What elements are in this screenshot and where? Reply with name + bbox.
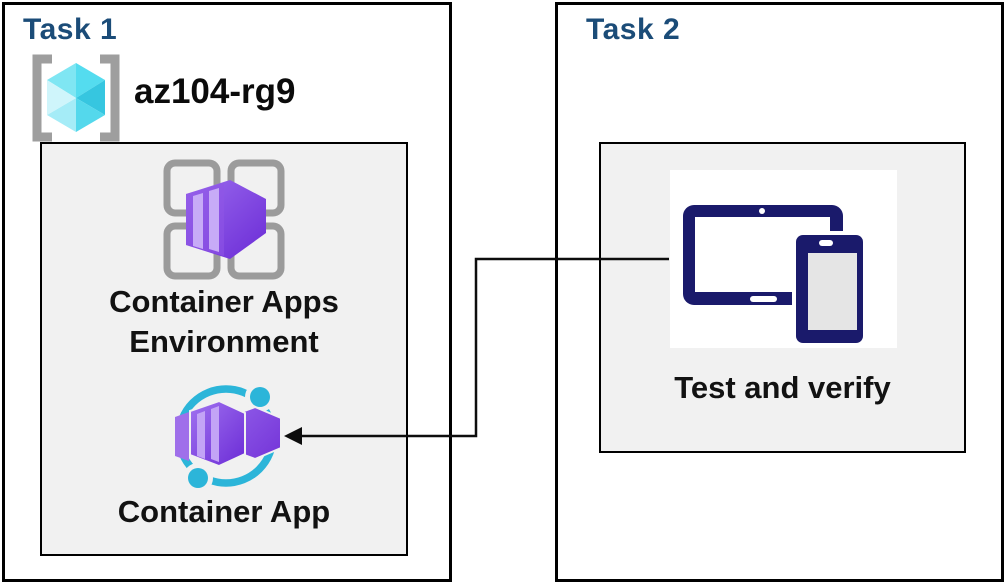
phone-screen [808, 253, 857, 330]
container-app-icon [175, 382, 282, 493]
tablet-phone-icon-background [670, 170, 897, 348]
orbit-dot-bottom [188, 468, 208, 488]
resource-group-icon [32, 54, 120, 142]
tablet-camera-dot [759, 208, 765, 214]
phone-speaker [819, 240, 833, 246]
tablet-home-button [750, 296, 777, 302]
test-and-verify-label: Test and verify [674, 370, 891, 405]
container-apps-environment-label: Container Apps Environment [109, 284, 339, 359]
resource-group-name: az104-rg9 [134, 72, 296, 111]
container-app-label: Container App [117, 494, 331, 529]
resource-group-cube [47, 63, 105, 132]
tablet-phone-icon [683, 205, 867, 347]
orbit-dot-top [250, 387, 270, 407]
task1-title: Task 1 [23, 13, 118, 46]
container-apps-environment-icon [163, 159, 285, 280]
task2-title: Task 2 [586, 13, 681, 46]
